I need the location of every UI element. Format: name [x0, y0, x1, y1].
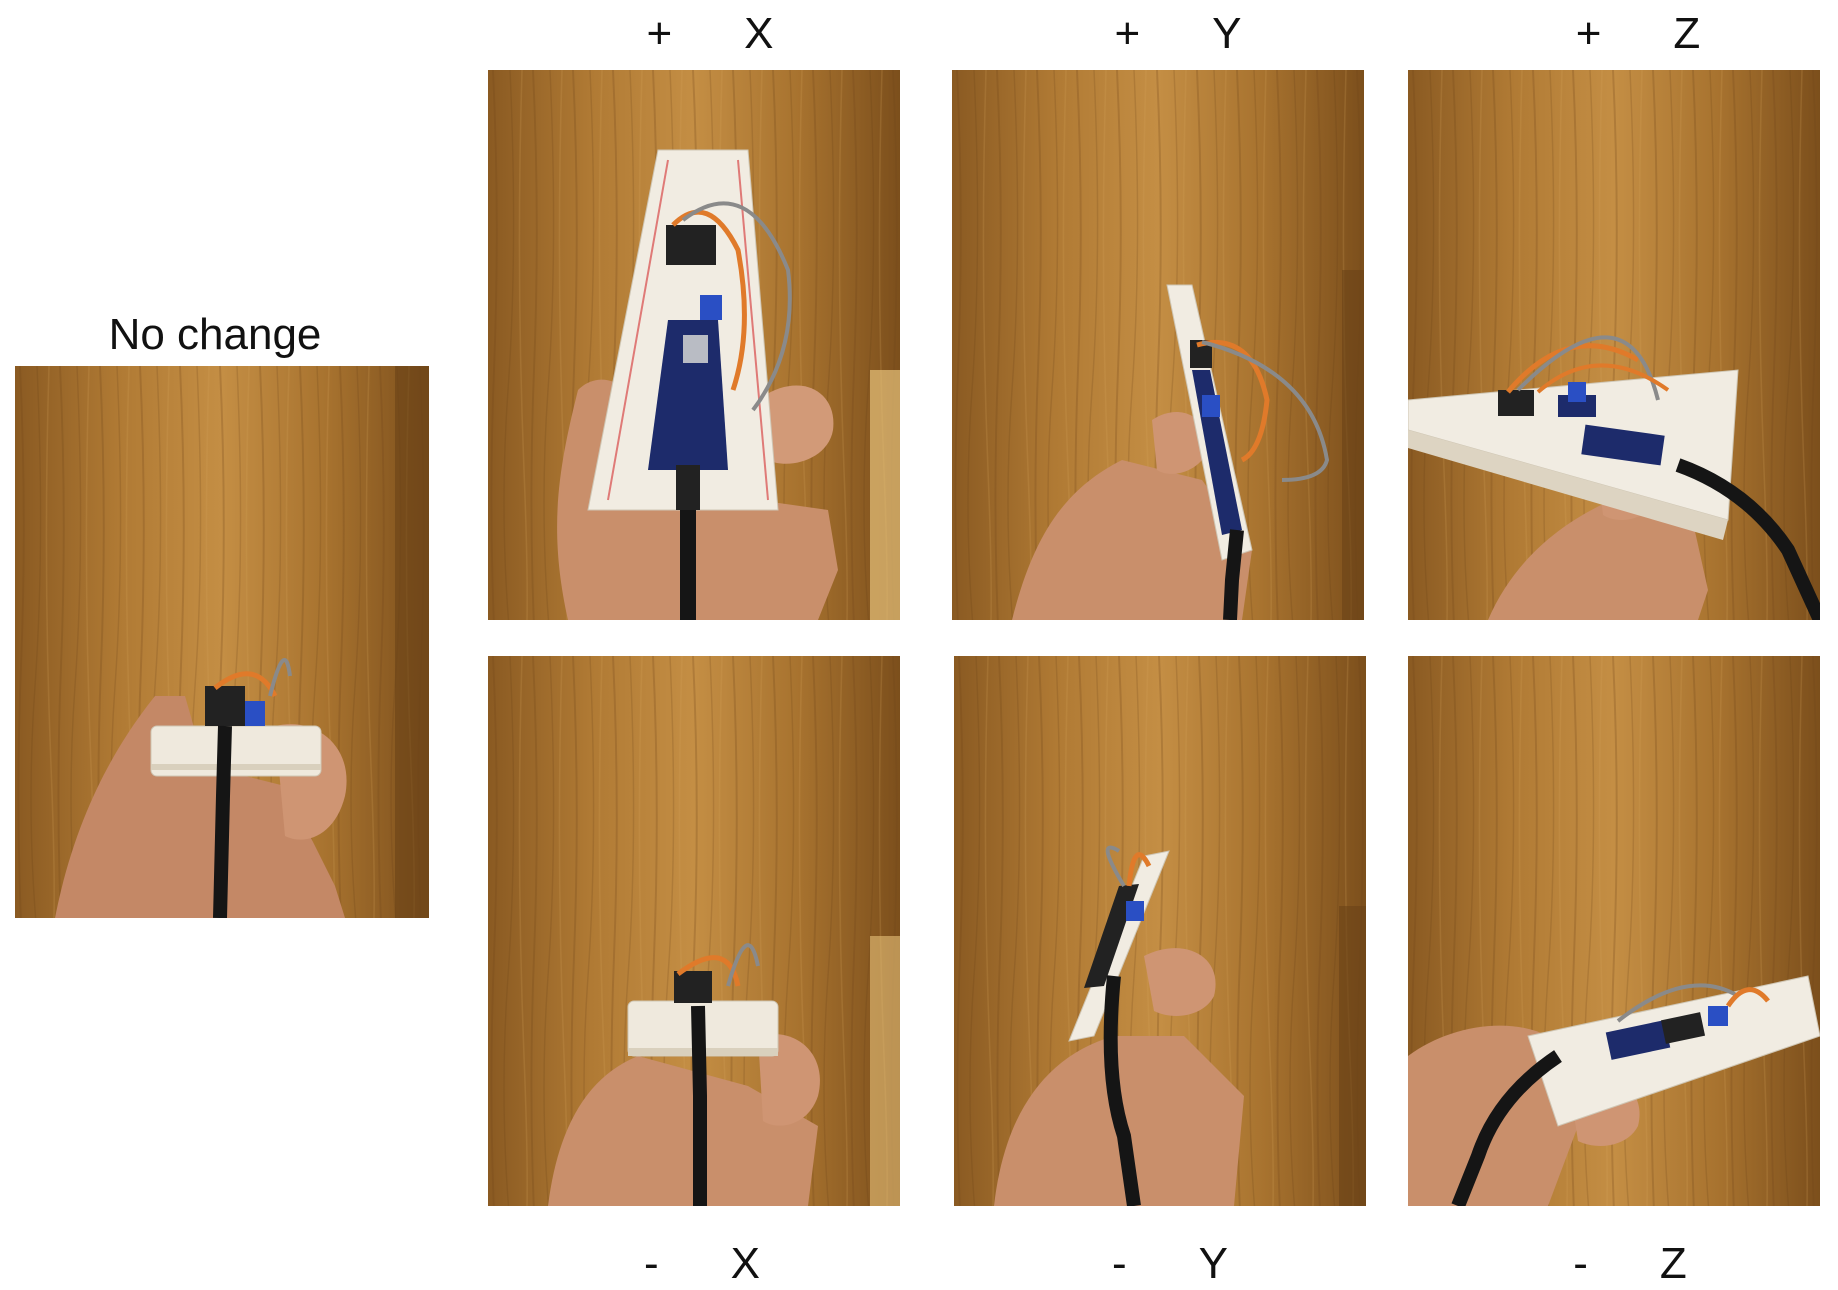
axis-z: Z [1673, 9, 1701, 58]
sign-plus: + [1114, 9, 1141, 58]
photo-plus-x [488, 70, 900, 620]
photo-plus-z [1408, 70, 1820, 620]
axis-y: Y [1198, 1239, 1228, 1288]
photo-minus-z [1408, 656, 1820, 1206]
axis-x: X [744, 9, 774, 58]
sign-minus: - [643, 1239, 659, 1288]
label-minus-y: - Y [1050, 1242, 1290, 1286]
label-plus-y: + Y [1058, 12, 1298, 56]
label-plus-z: + Z [1518, 12, 1758, 56]
label-no-change: No change [108, 310, 322, 359]
photo-minus-y [954, 656, 1366, 1206]
axis-x: X [730, 1239, 760, 1288]
sign-minus: - [1111, 1239, 1127, 1288]
sign-plus: + [646, 9, 673, 58]
label-plus-x: + X [590, 12, 830, 56]
axis-z: Z [1659, 1239, 1687, 1288]
label-minus-z: - Z [1510, 1242, 1750, 1286]
label-minus-x: - X [582, 1242, 822, 1286]
sign-plus: + [1575, 9, 1602, 58]
photo-minus-x [488, 656, 900, 1206]
photo-plus-y [952, 70, 1364, 620]
axis-y: Y [1212, 9, 1242, 58]
photo-no-change [15, 366, 429, 918]
sign-minus: - [1573, 1239, 1588, 1288]
